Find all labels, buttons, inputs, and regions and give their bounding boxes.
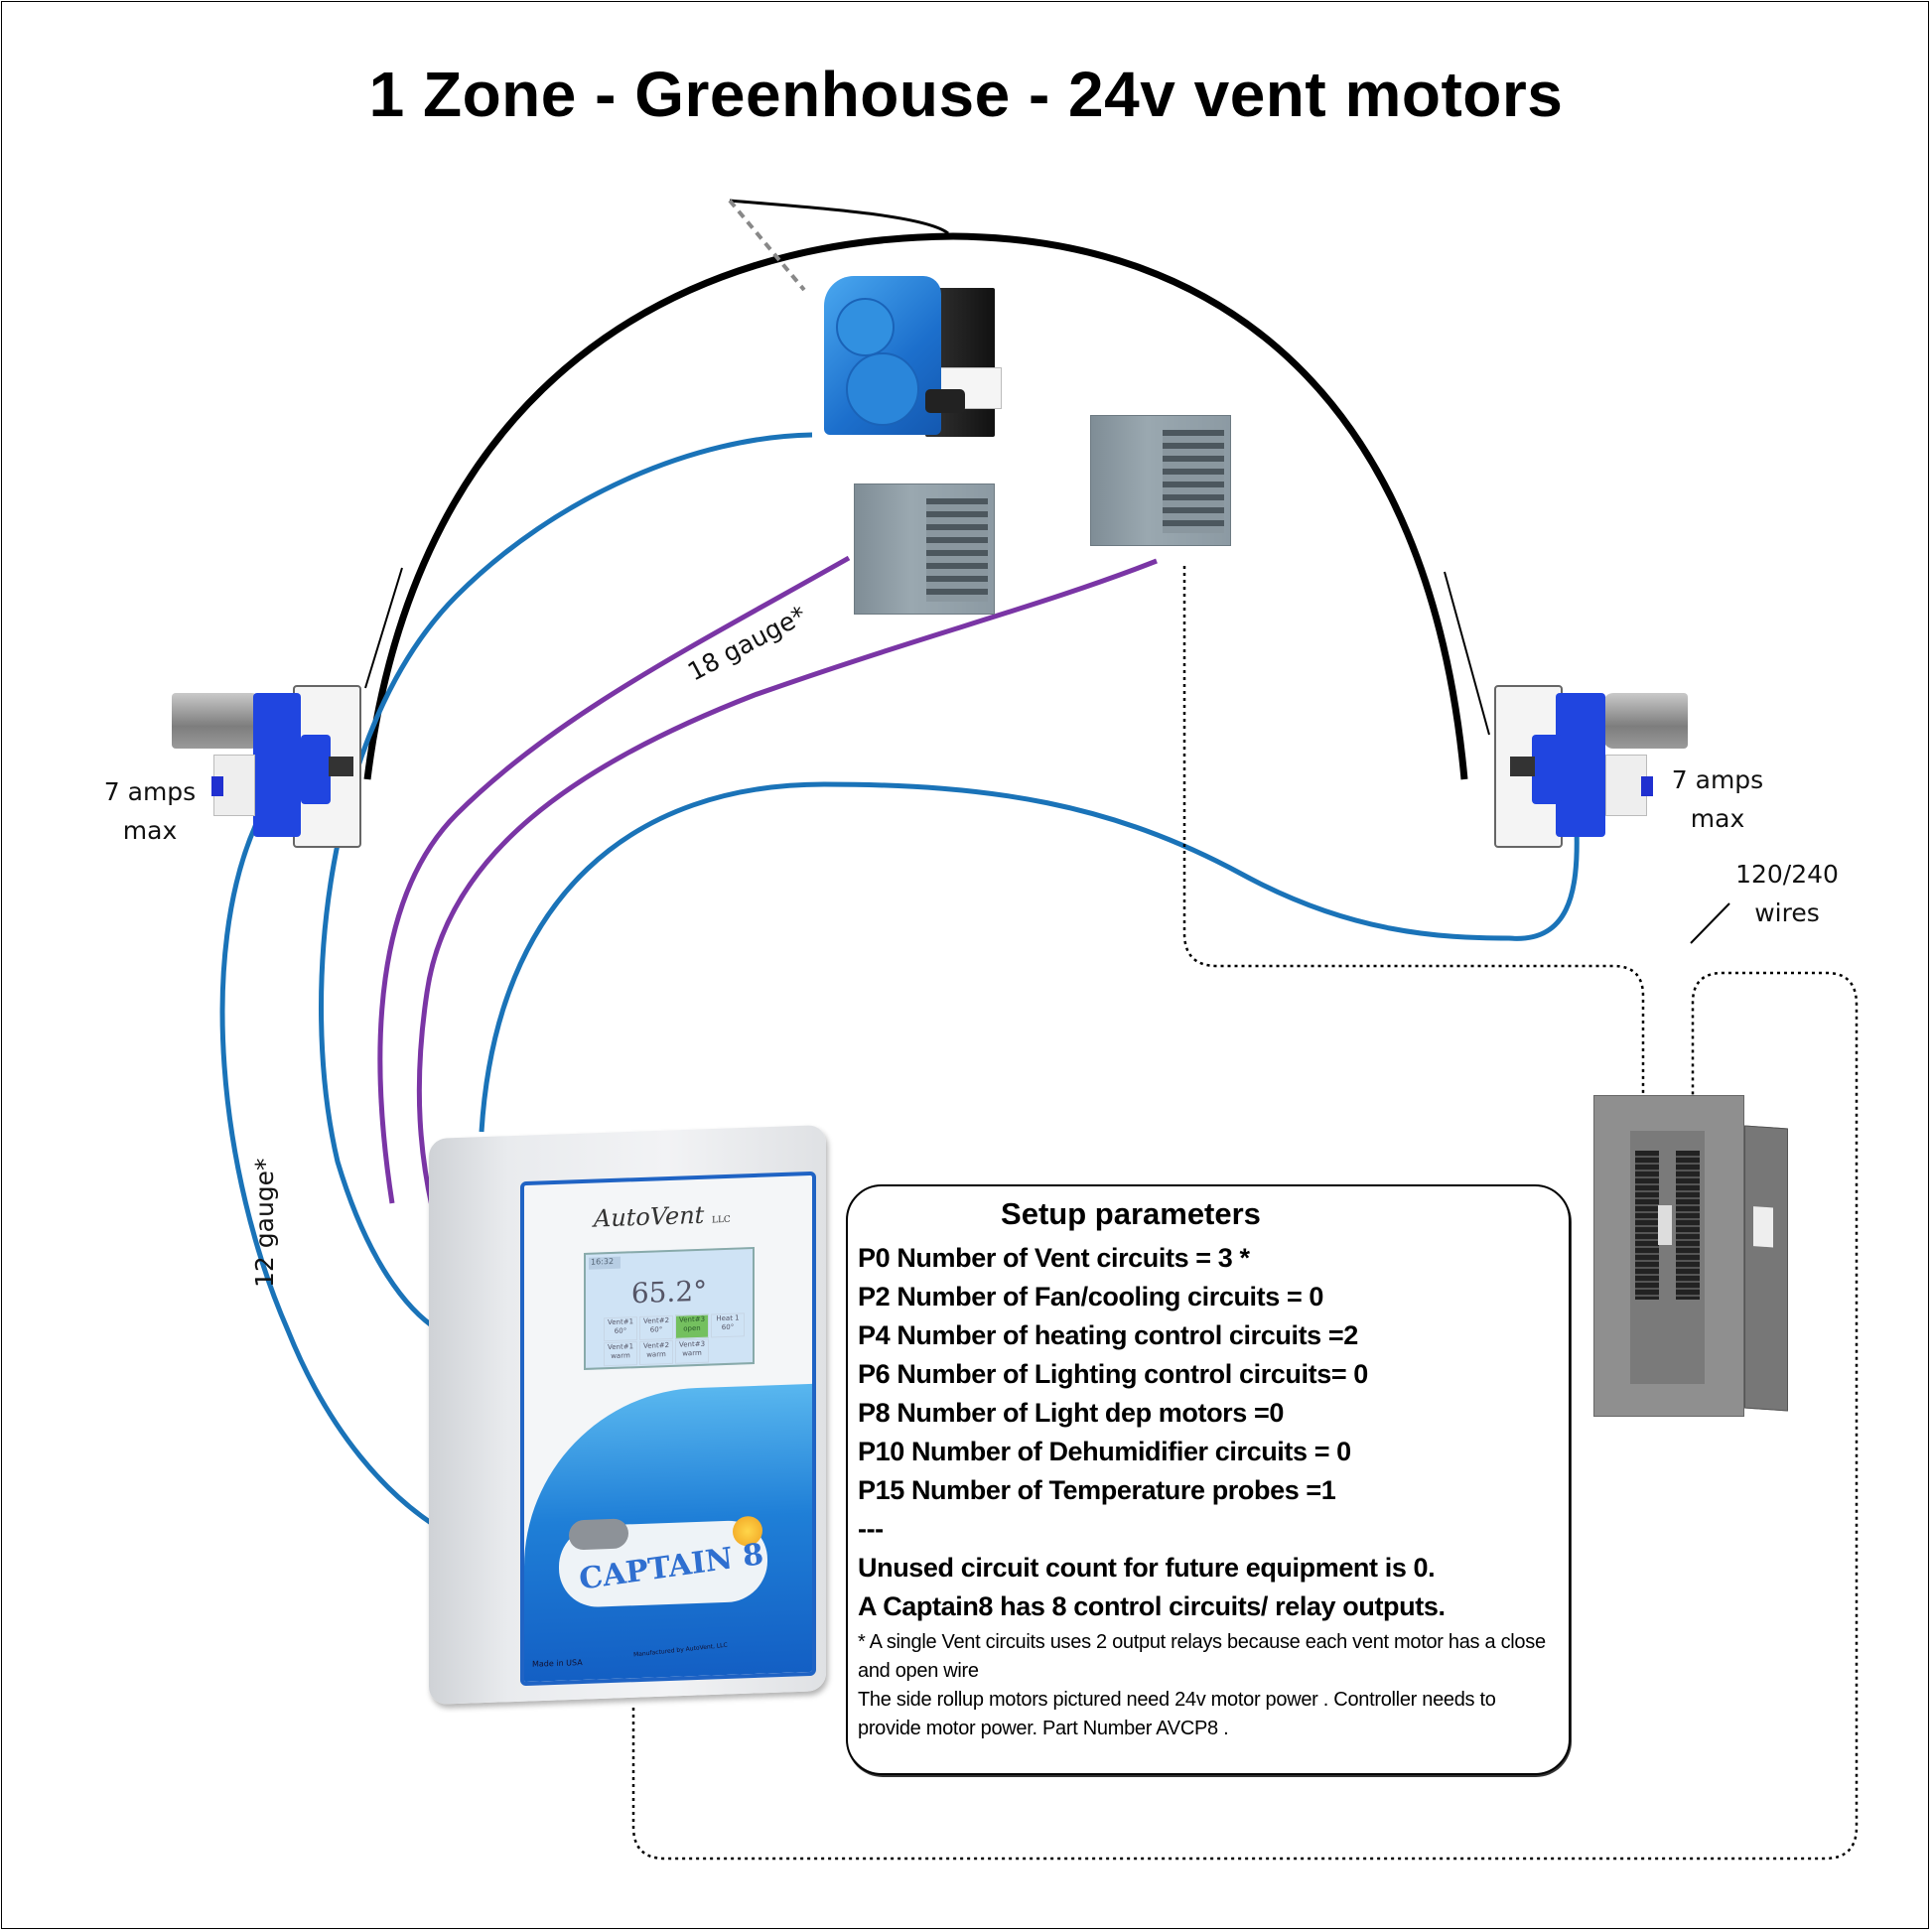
rating-line: max	[1690, 804, 1745, 833]
unit-heater-2	[1090, 415, 1231, 546]
rating-line: 7 amps	[1671, 765, 1764, 794]
captain8-capacity: A Captain8 has 8 control circuits/ relay…	[858, 1591, 1446, 1621]
unused-circuit-count: Unused circuit count for future equipmen…	[858, 1553, 1436, 1583]
electrical-panel	[1593, 1095, 1744, 1417]
param-p6: P6 Number of Lighting control circuits= …	[858, 1359, 1368, 1389]
brand-suffix: LLC	[711, 1214, 731, 1226]
cell-value: warm	[646, 1350, 666, 1359]
left-vent-indicator	[364, 567, 403, 689]
heater-louvers	[1163, 430, 1224, 533]
power-wires-label: 120/240 wires	[1723, 855, 1852, 932]
panel-interior	[1630, 1131, 1705, 1384]
unit-heater-1	[854, 483, 995, 615]
cell-value: 60°	[614, 1326, 627, 1335]
param-p2: P2 Number of Fan/cooling circuits = 0	[858, 1282, 1324, 1311]
wire-right-motor	[479, 781, 1580, 1133]
cell-value: 60°	[721, 1322, 735, 1332]
param-p15: P15 Number of Temperature probes =1	[858, 1475, 1336, 1505]
electrical-panel-door	[1744, 1125, 1788, 1412]
param-p10: P10 Number of Dehumidifier circuits = 0	[858, 1437, 1351, 1466]
screen-temperature: 65.2°	[630, 1274, 708, 1311]
setup-heading: Setup parameters	[1001, 1196, 1261, 1231]
heater-louvers	[926, 498, 988, 602]
wire-left-motor	[219, 822, 451, 1537]
cell-value: 60°	[649, 1325, 663, 1334]
motor-can	[172, 693, 261, 749]
right-motor-rating-label: 7 amps max	[1663, 760, 1772, 838]
motor-wire-gauge-label: 12 gauge*	[250, 1158, 279, 1288]
rating-line: 7 amps	[103, 777, 197, 806]
cell-value: open	[683, 1323, 701, 1333]
storm-cloud-icon	[569, 1518, 628, 1551]
breaker-column	[1635, 1151, 1659, 1300]
cell-value: warm	[682, 1348, 702, 1358]
motor-gearbox	[1556, 693, 1605, 837]
rating-line: max	[122, 816, 178, 845]
param-separator: ---	[858, 1514, 884, 1544]
controller-brand: AutoVent LLC	[594, 1200, 731, 1233]
wire-heater-2	[416, 558, 1158, 1207]
ridge-vent-motor	[806, 268, 1015, 442]
power-wires-line: wires	[1754, 898, 1820, 927]
power-wires-leader	[1690, 902, 1730, 944]
ridge-vent-open-indicator	[728, 199, 806, 292]
power-line-controller	[631, 971, 1859, 1861]
setup-parameters-box: Setup parameters P0 Number of Vent circu…	[846, 1184, 1571, 1775]
left-rollup-motor	[164, 685, 372, 849]
motor-gearbox	[253, 693, 301, 837]
made-in-usa: Made in USA	[532, 1658, 583, 1669]
left-motor-rating-label: 7 amps max	[95, 772, 205, 850]
param-p4: P4 Number of heating control circuits =2	[858, 1320, 1358, 1350]
motor-can	[1603, 693, 1688, 749]
right-vent-indicator	[1444, 571, 1490, 736]
motor-gearbox-cone	[301, 735, 331, 804]
vent-relay-note: * A single Vent circuits uses 2 output r…	[858, 1631, 1546, 1682]
breaker-column	[1676, 1151, 1700, 1300]
param-p0: P0 Number of Vent circuits = 3 *	[858, 1243, 1250, 1273]
wire-heater-1	[377, 555, 851, 1204]
motor-power-note: The side rollup motors pictured need 24v…	[858, 1689, 1496, 1739]
right-rollup-motor	[1492, 685, 1701, 849]
brand-name: AutoVent	[594, 1200, 705, 1233]
param-p8: P8 Number of Light dep motors =0	[858, 1398, 1284, 1428]
ridge-vent-flap	[729, 199, 949, 235]
motor-gearbox-cone	[1532, 735, 1562, 804]
power-wires-line: 120/240	[1735, 860, 1839, 889]
diagram-title: 1 Zone - Greenhouse - 24v vent motors	[368, 59, 1564, 130]
cell-value: warm	[611, 1351, 630, 1361]
greenhouse-arc	[363, 232, 1468, 780]
screen-time: 16:32	[589, 1256, 621, 1270]
